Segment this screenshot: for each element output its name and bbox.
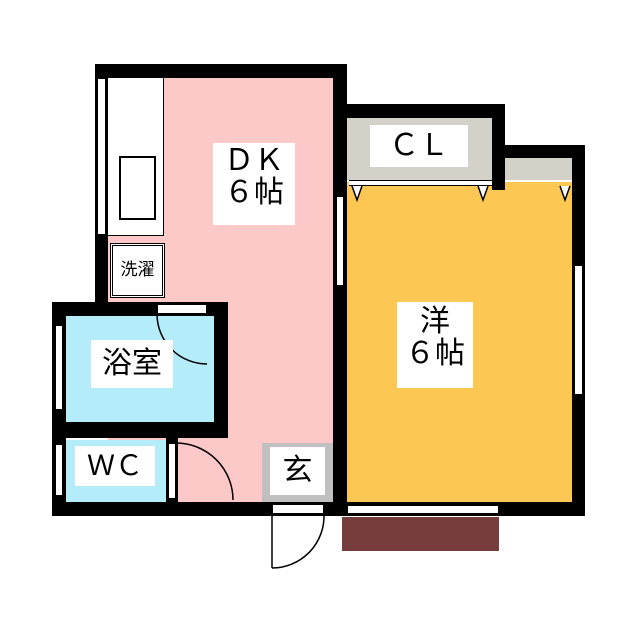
door-frame xyxy=(157,304,207,314)
western-label: 洋 ６帖 xyxy=(397,302,473,388)
dk-size: ６帖 xyxy=(224,174,284,210)
laundry-label: 洗濯 xyxy=(120,260,155,280)
window xyxy=(97,78,106,235)
bath-label: 浴室 xyxy=(91,340,173,388)
western-name: 洋 xyxy=(420,304,450,339)
window xyxy=(55,444,63,496)
window xyxy=(574,265,583,395)
wall xyxy=(52,422,228,438)
window xyxy=(55,325,63,410)
genkan-label: 玄 xyxy=(270,447,325,495)
wall xyxy=(214,302,228,437)
closet-door xyxy=(349,180,492,186)
closet-label: ＣＬ xyxy=(370,125,468,167)
door-frame xyxy=(272,504,324,514)
dk-label: ＤＫ ６帖 xyxy=(213,143,295,225)
wc-label: ＷＣ xyxy=(75,446,155,486)
laundry-space: 洗濯 xyxy=(110,243,165,298)
western-size: ６帖 xyxy=(405,335,465,371)
window xyxy=(347,505,499,514)
window xyxy=(336,196,344,286)
dk-name: ＤＫ xyxy=(224,143,284,178)
closet-small xyxy=(505,158,572,180)
wall xyxy=(95,64,347,78)
wall xyxy=(347,104,505,118)
sink-icon xyxy=(119,156,156,220)
wall xyxy=(492,104,505,190)
wall xyxy=(333,64,347,515)
wall xyxy=(505,145,585,158)
balcony xyxy=(342,517,499,551)
